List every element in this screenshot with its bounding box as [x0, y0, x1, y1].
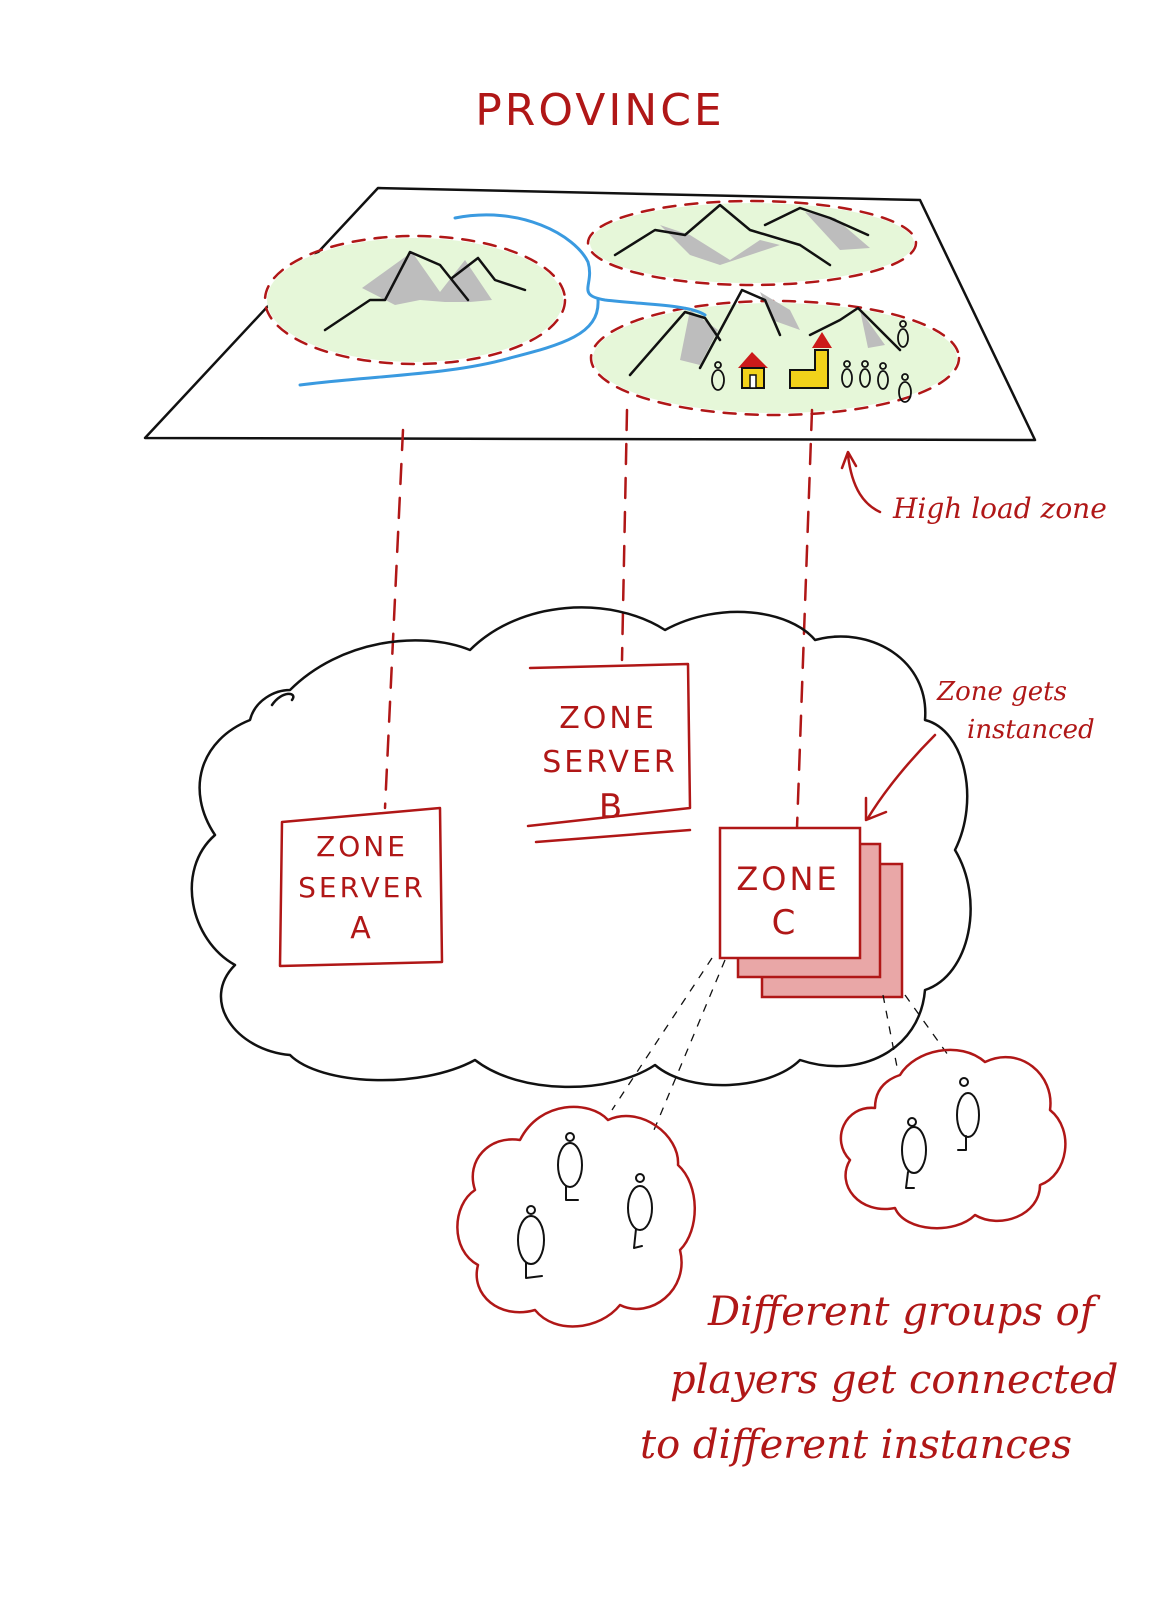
player-icon	[627, 1173, 653, 1249]
zone-server-b: ZONE SERVER B	[526, 662, 692, 844]
zone-server-a: ZONE SERVER A	[278, 806, 444, 968]
map-players	[711, 320, 912, 403]
zone-c-line2: C	[772, 903, 799, 943]
caption: Different groups of players get connecte…	[640, 1289, 1118, 1468]
caption-line3: to different instances	[640, 1422, 1072, 1468]
zone-server-b-line3: B	[599, 787, 625, 827]
zone-server-a-line3: A	[350, 911, 374, 946]
instanced-label-line1: Zone gets	[936, 677, 1067, 707]
mountains-zone-c	[628, 288, 902, 377]
server-cloud	[190, 606, 972, 1089]
zone-server-c: ZONE C	[718, 826, 904, 999]
high-load-annotation: High load zone	[840, 450, 1107, 525]
high-load-label: High load zone	[892, 492, 1107, 525]
caption-line1: Different groups of	[707, 1289, 1101, 1335]
player-group-2	[839, 1048, 1067, 1230]
instance-links	[611, 957, 949, 1131]
player-icon	[956, 1077, 980, 1151]
player-icon	[557, 1132, 583, 1201]
zone-connectors	[383, 408, 814, 830]
instanced-arrow	[864, 733, 937, 822]
province-map	[143, 186, 1037, 442]
player-icon	[901, 1117, 927, 1189]
zone-server-b-line2: SERVER	[542, 745, 678, 780]
map-plane	[143, 186, 1037, 442]
instanced-label-line2: instanced	[967, 715, 1095, 745]
instanced-annotation: Zone gets instanced	[864, 677, 1095, 822]
river	[298, 213, 707, 387]
house-icon	[738, 352, 768, 389]
zone-server-a-line2: SERVER	[298, 871, 426, 904]
zone-b-area	[586, 199, 918, 287]
castle-icon	[789, 332, 832, 389]
connector-zone-b	[620, 408, 629, 662]
mountains-zone-b	[613, 203, 870, 267]
connector-zone-a	[383, 428, 405, 810]
zone-server-a-line1: ZONE	[316, 830, 408, 863]
cloud-curl	[270, 692, 295, 707]
mountains-zone-a	[323, 250, 527, 332]
player-group-1-cloud	[456, 1105, 696, 1328]
player-group-2-cloud	[839, 1048, 1067, 1230]
zone-server-b-line1: ZONE	[559, 701, 657, 736]
high-load-arrow	[840, 450, 882, 514]
player-group-1	[456, 1105, 696, 1328]
connector-zone-c	[795, 408, 814, 830]
diagram-title: PROVINCE	[475, 85, 724, 136]
zone-c-primary	[718, 826, 862, 960]
player-icon	[517, 1205, 545, 1279]
zone-c-line1: ZONE	[736, 860, 839, 898]
caption-line2: players get connected	[670, 1357, 1118, 1403]
